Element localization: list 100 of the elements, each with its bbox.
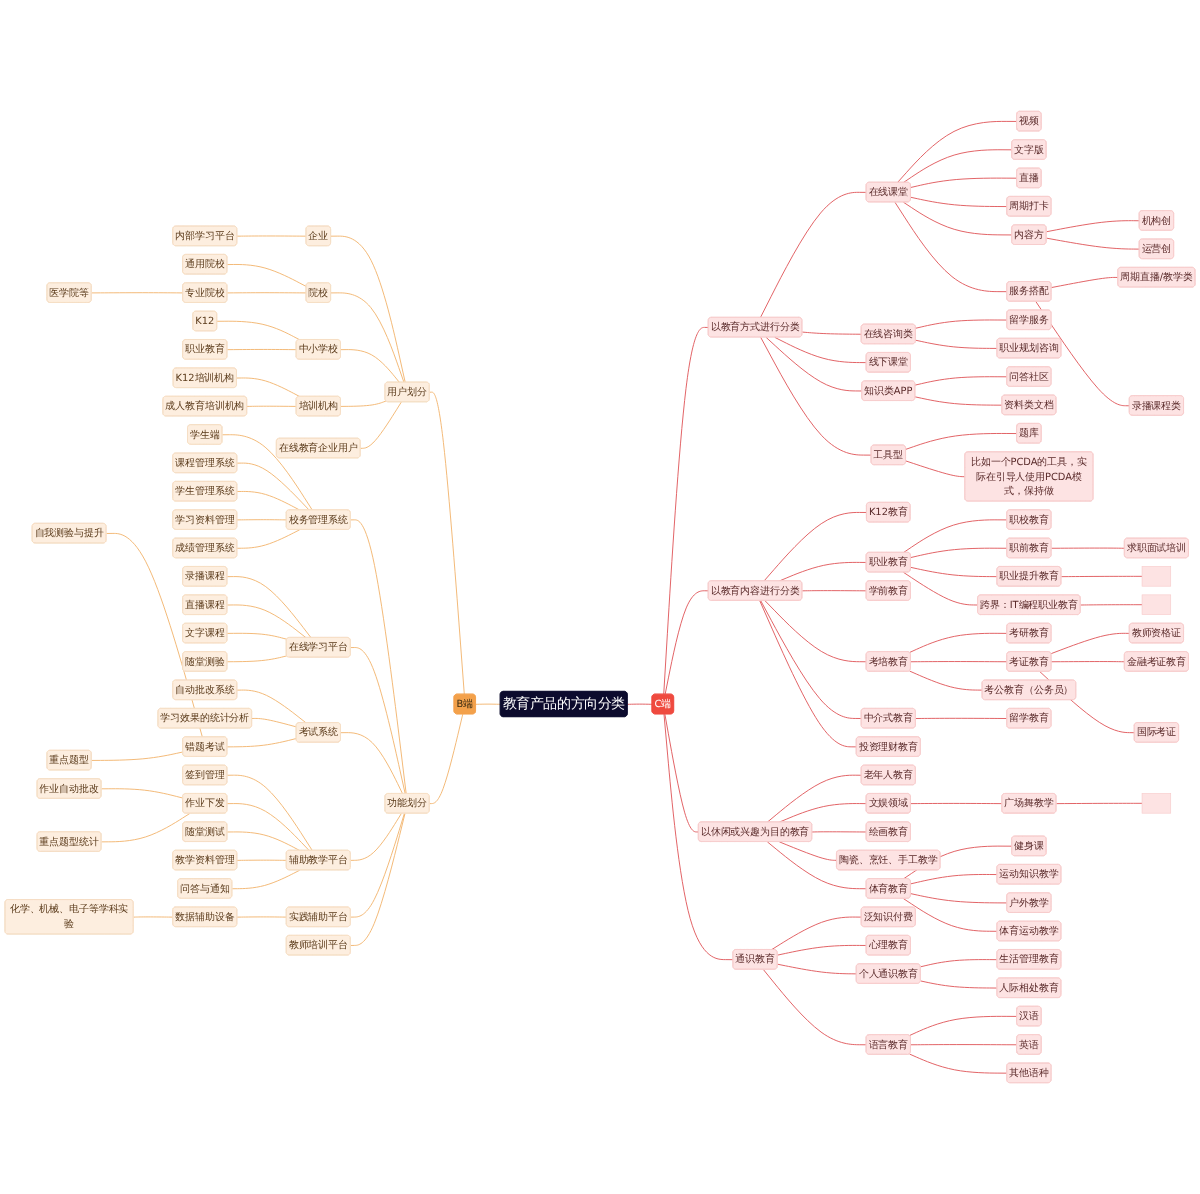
connector [231,869,301,890]
connector [236,529,301,549]
connector [664,713,700,833]
connector [216,320,301,341]
connector [770,916,862,951]
connector [226,774,313,851]
connector [663,713,734,961]
connector [903,149,1013,183]
connector [236,519,287,521]
connector [360,401,402,449]
connector [663,326,709,695]
connector [1050,661,1126,663]
connector [350,813,402,861]
connector [811,831,867,833]
connector [763,511,868,582]
connector [246,405,297,407]
connector [777,963,857,975]
connector [340,400,387,407]
connector [1050,276,1119,289]
connector [910,874,998,885]
connector [475,703,501,705]
connector [910,566,998,578]
connector [1046,237,1140,250]
node-box [1141,566,1172,587]
connector [897,120,1018,183]
connector [801,590,867,592]
connector [226,632,288,640]
connector [903,571,979,606]
connector [1080,604,1143,606]
connector [903,201,1013,236]
connector [350,647,406,795]
connector [774,336,867,364]
connector [330,292,405,383]
connector [759,600,857,748]
connector [777,944,867,956]
connector [905,460,966,478]
connector [903,519,1008,554]
connector [778,841,838,861]
node-box [1141,594,1172,615]
connector [915,319,1008,329]
connector [910,802,1003,805]
connector [914,396,1003,406]
connector [236,235,307,237]
connector [778,561,867,582]
connector [760,600,862,719]
connector [226,803,310,851]
connector [236,916,287,918]
connector [910,196,1008,208]
connector [664,590,709,695]
connector [91,751,184,761]
connector [909,1053,1008,1074]
connector [801,331,862,335]
connector [914,376,1008,386]
connector [101,813,191,843]
connector [251,717,297,728]
connector [778,803,867,823]
connector [766,774,862,823]
connector [101,788,184,799]
connector [910,893,1008,904]
connector [760,336,872,456]
connector [1055,802,1143,805]
connector [350,813,405,918]
connector [226,349,297,351]
connector [91,292,184,294]
connector [221,434,313,511]
connector [226,655,288,663]
connector [1035,301,1131,407]
connector [909,632,1008,653]
connector [236,491,301,511]
connector [1050,632,1131,655]
connector [894,201,1008,293]
connector [340,732,404,795]
connector [236,377,301,397]
connector [910,547,1008,558]
connector [340,349,400,383]
connector [762,969,867,1046]
connector [766,841,867,890]
connector [350,519,407,795]
connector [910,1044,1018,1046]
connector [909,670,983,691]
connector [920,980,998,989]
connector [429,391,465,695]
connector [226,292,307,294]
connector [226,738,297,748]
connector [910,661,1008,663]
connector [903,898,998,932]
connector [226,831,301,851]
connector [226,264,307,287]
connector [915,717,1008,719]
connector [1046,220,1140,233]
connector [627,703,653,705]
connector [133,916,174,918]
connector [350,813,406,946]
connector [236,689,307,724]
connector [226,576,312,639]
connector [759,191,867,319]
connector [910,177,1018,188]
connector [915,339,998,349]
connector [236,462,310,511]
connector [226,604,307,639]
